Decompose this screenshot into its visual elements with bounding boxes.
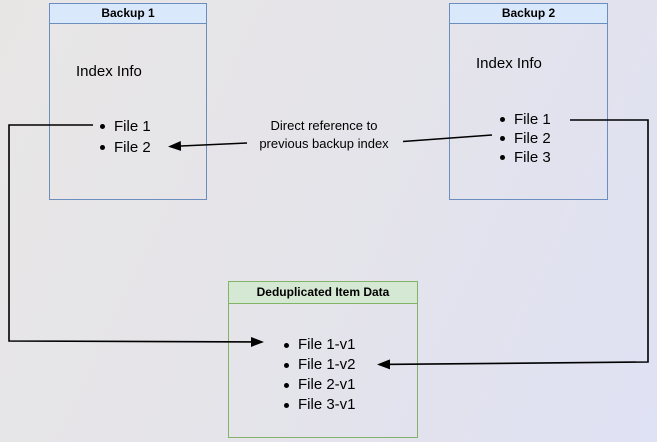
backup2-box: Backup 2 Index Info File 1 File 2 File 3 [449,3,608,200]
dedup-store-box: Deduplicated Item Data File 1-v1 File 1-… [228,281,418,438]
backup1-file-list: File 1 File 2 [100,116,151,158]
backup1-index-info-label: Index Info [76,63,142,80]
list-item: File 3 [500,149,551,166]
list-item: File 2 [500,130,551,147]
direct-reference-label-line1: Direct reference to [270,118,378,133]
list-item: File 1-v2 [284,356,356,373]
list-item: File 3-v1 [284,396,356,413]
dedup-store-title: Deduplicated Item Data [229,282,417,304]
backup2-file-list: File 1 File 2 File 3 [500,110,551,167]
direct-reference-label-line2: previous backup index [259,136,389,151]
list-item: File 2 [100,139,151,156]
backup1-box: Backup 1 Index Info File 1 File 2 [49,3,207,200]
backup2-index-info-label: Index Info [476,55,542,72]
backup1-title: Backup 1 [50,4,206,24]
direct-reference-label: Direct reference to previous backup inde… [248,117,400,153]
dedup-item-list: File 1-v1 File 1-v2 File 2-v1 File 3-v1 [284,335,356,415]
backup2-title: Backup 2 [450,4,607,24]
list-item: File 1 [100,118,151,135]
list-item: File 2-v1 [284,376,356,393]
list-item: File 1 [500,111,551,128]
list-item: File 1-v1 [284,336,356,353]
